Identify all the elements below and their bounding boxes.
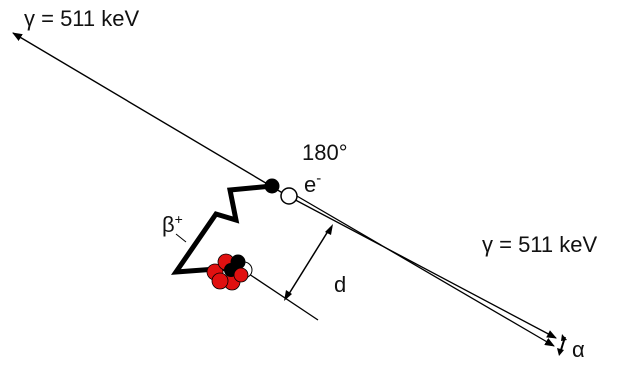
electron-particle [280,187,298,205]
beta-label: β+ [162,211,183,237]
electron-symbol: e [304,172,316,197]
alpha-angle-arrowhead-top [561,334,567,341]
electron-label: e- [304,170,321,197]
gamma-top-label: γ = 511 keV [24,6,139,31]
angle-label: 180° [302,140,348,165]
nucleus-reference-line [239,267,319,321]
gamma-ray-left-line [12,32,287,196]
alpha-label: α [572,337,585,362]
distance-label: d [334,272,346,297]
beta-tick [175,233,187,243]
alpha-angle-arrowhead-bottom [557,348,564,356]
distance-arrow [286,227,331,298]
gamma-ray-right-line [285,194,557,339]
gamma-ray-right-line-deviated [289,191,555,347]
distance-arrowhead-top [325,224,333,235]
positron-track [170,183,273,275]
electron-superscript: - [316,170,321,187]
distance-arrowhead-bottom [284,290,292,301]
gamma-right-label: γ = 511 keV [482,232,597,257]
beta-superscript: + [175,211,183,227]
beta-symbol: β [162,212,175,237]
nucleus [206,253,253,291]
positron-particle [264,178,280,194]
